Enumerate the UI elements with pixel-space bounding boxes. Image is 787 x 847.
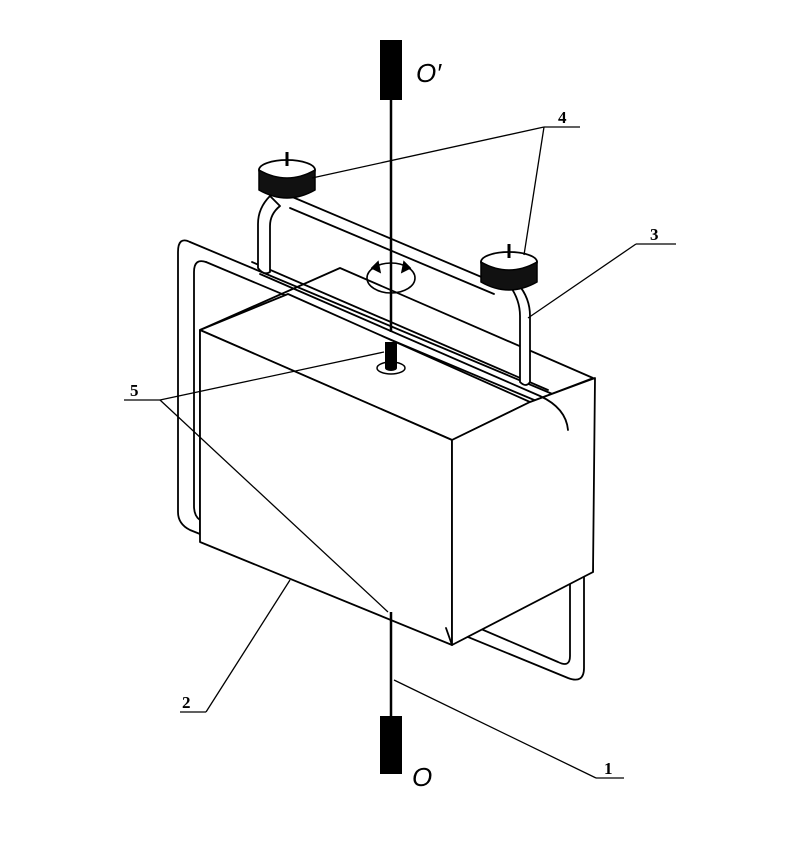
weight-rod xyxy=(289,195,499,295)
callout-2: 2 xyxy=(182,693,191,712)
top-clamp xyxy=(380,40,402,100)
bottom-clamp xyxy=(380,716,402,774)
leader-lines xyxy=(124,126,676,779)
body-edges xyxy=(529,377,594,403)
left-weight xyxy=(258,152,316,199)
axis-label-top: O′ xyxy=(416,58,442,88)
weight-posts xyxy=(257,195,531,386)
callout-3: 3 xyxy=(650,225,659,244)
wire-collar xyxy=(376,342,406,375)
callout-4: 4 xyxy=(558,108,567,127)
body-side-face xyxy=(451,377,596,646)
callout-5: 5 xyxy=(130,381,139,400)
axis-label-bottom: O xyxy=(412,762,432,792)
rotation-arrow-icon xyxy=(366,260,416,294)
callout-1: 1 xyxy=(604,759,613,778)
rectangular-body xyxy=(199,293,596,646)
frame-front xyxy=(251,261,569,646)
right-weight xyxy=(480,244,538,291)
